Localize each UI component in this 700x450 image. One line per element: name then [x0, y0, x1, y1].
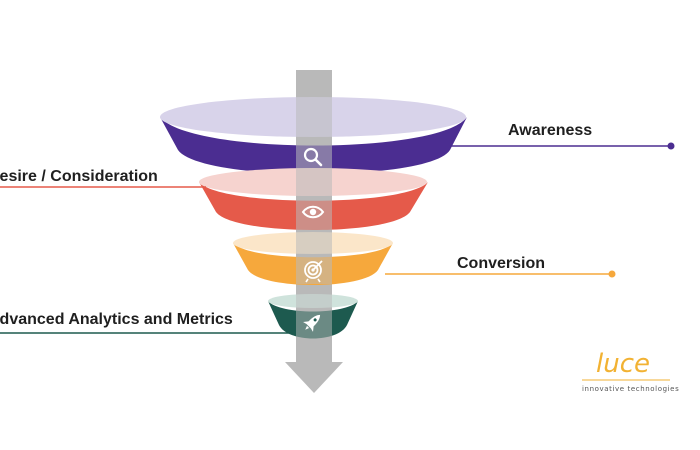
conversion-arrow-segment: [296, 232, 332, 284]
awareness-label: Awareness: [508, 122, 592, 139]
magnifier-icon: [303, 147, 323, 167]
logo-name: luce: [596, 349, 650, 379]
analytics-label: Advanced Analytics and Metrics: [0, 311, 233, 328]
funnel-arrow-head: [285, 362, 343, 393]
funnel-stage-consideration: [199, 168, 428, 230]
rocket-icon: [303, 314, 321, 332]
funnel-stage-analytics: [268, 294, 358, 339]
analytics-arrow-segment: [296, 294, 332, 339]
conversion-label: Conversion: [457, 255, 545, 272]
luce-logo: luce innovative technologies: [582, 349, 679, 393]
conversion-label-line: [385, 270, 616, 278]
consideration-arrow-segment: [296, 168, 332, 230]
logo-tagline: innovative technologies: [582, 385, 679, 393]
awareness-label-line: [450, 142, 675, 150]
consideration-label: Desire / Consideration: [0, 168, 158, 185]
eye-icon: [301, 205, 325, 219]
target-icon: [304, 260, 323, 283]
funnel-stage-conversion: [233, 232, 393, 285]
